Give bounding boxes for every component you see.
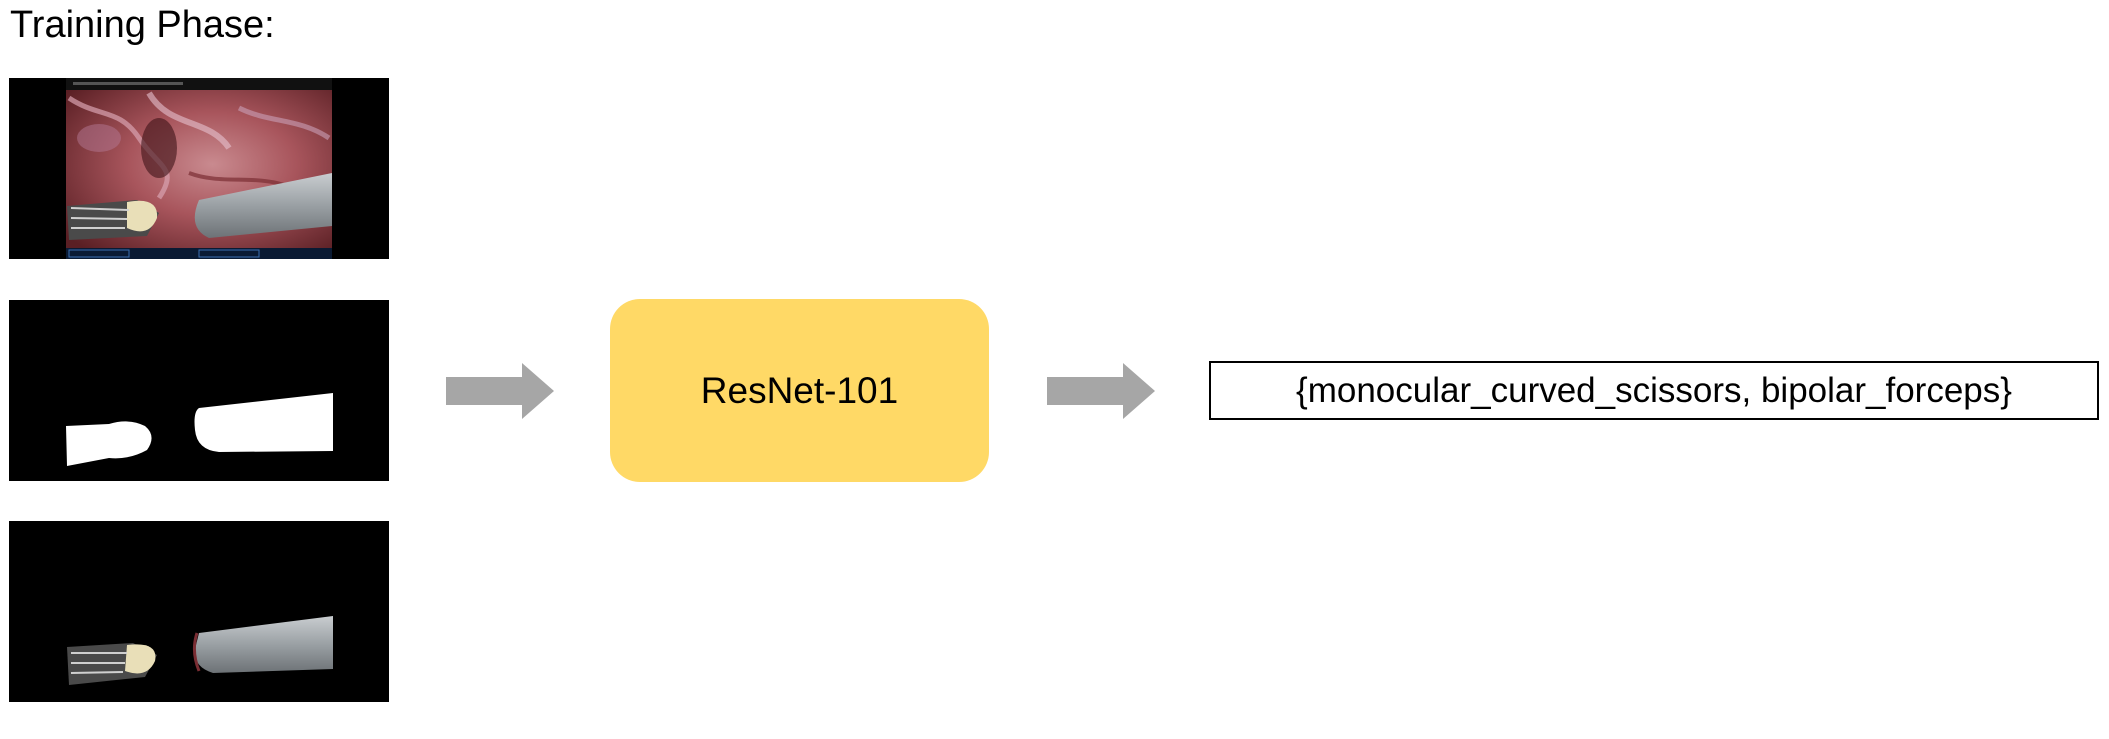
masked-instruments-image	[9, 521, 389, 702]
output-label: {monocular_curved_scissors, bipolar_forc…	[1296, 370, 2012, 410]
arrow-to-model	[446, 363, 554, 419]
output-label-box: {monocular_curved_scissors, bipolar_forc…	[1209, 361, 2099, 420]
model-box: ResNet-101	[610, 299, 989, 482]
binary-mask-image	[9, 300, 389, 481]
surgical-frame-image	[9, 78, 389, 259]
diagram-title: Training Phase:	[10, 4, 275, 46]
model-label: ResNet-101	[700, 369, 899, 411]
arrow-to-output	[1047, 363, 1155, 419]
